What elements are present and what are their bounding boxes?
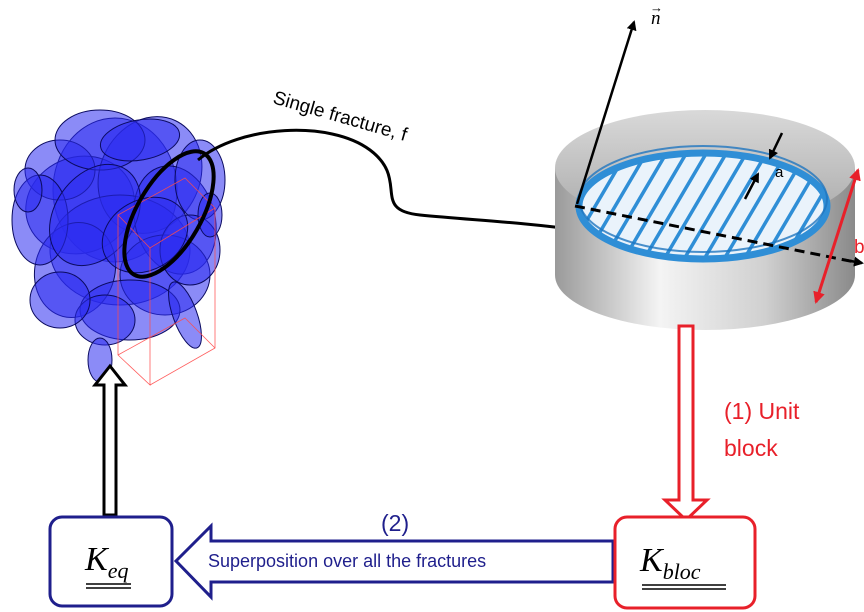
diameter-line-arrow: [844, 256, 864, 267]
k-eq-symbol: K: [84, 541, 110, 578]
superposition-label: Superposition over all the fractures: [208, 551, 486, 571]
svg-text:Keq: Keq: [84, 541, 128, 583]
k-eq-box: Keq: [48, 515, 174, 608]
k-block-symbol: K: [639, 542, 665, 579]
equivalent-arrow: [91, 363, 129, 517]
k-block-box: Kbloc: [613, 515, 757, 610]
aperture-arrow-bottom: [743, 172, 760, 200]
superposition-arrow: [173, 522, 615, 601]
unit-block-cylinder: [555, 110, 856, 330]
fracture-network-cloud: [11, 109, 226, 386]
normal-vector-label: n: [651, 8, 661, 29]
k-block-subscript: bloc: [663, 559, 701, 584]
fracture-link-curve: [197, 128, 580, 234]
aperture-label: a: [775, 164, 784, 181]
aperture-arrow-top: [768, 132, 784, 160]
step2-label: (2): [381, 510, 409, 536]
vector-arrow-accent: →: [650, 0, 663, 15]
unit-block-label-line1: (1) Unit: [724, 398, 800, 424]
normal-vector-arrow: [575, 20, 637, 205]
diameter-label: b: [854, 237, 864, 258]
unit-block-label-line2: block: [724, 435, 778, 461]
svg-text:Kbloc: Kbloc: [639, 542, 701, 584]
k-eq-subscript: eq: [108, 558, 129, 583]
selected-fracture-outline: [122, 149, 216, 279]
unit-block-arrow: [661, 324, 711, 523]
diameter-arrow: [813, 168, 861, 304]
